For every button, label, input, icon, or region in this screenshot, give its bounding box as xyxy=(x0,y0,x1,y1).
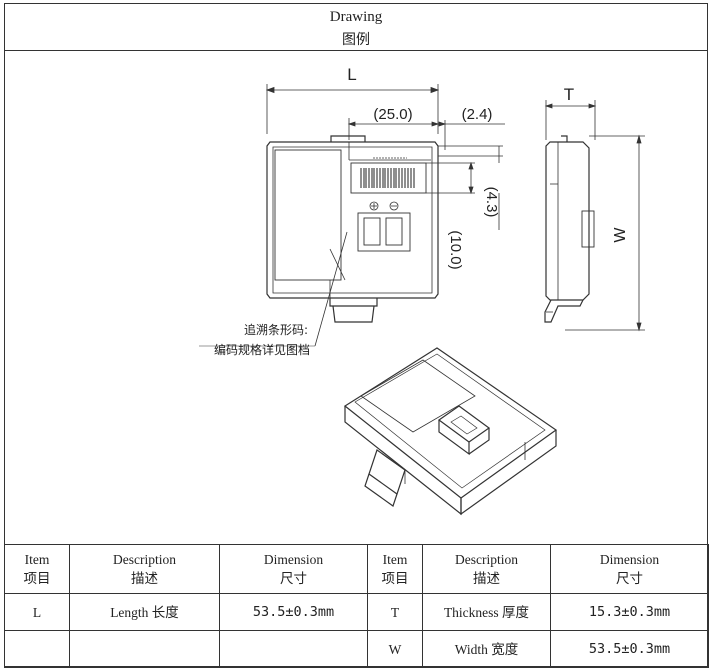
label-10-0: (10.0) xyxy=(447,230,464,269)
side-view xyxy=(544,135,595,323)
title-english: Drawing xyxy=(329,9,383,25)
cell-description: Length 长度 xyxy=(69,593,220,631)
label-4-3: (4.3) xyxy=(483,187,500,218)
cell-description-2: Width 宽度 xyxy=(422,630,551,668)
isometric-view xyxy=(343,347,558,516)
callout-line-2: 编码规格详见图档 xyxy=(214,342,310,357)
title-chinese: 图例 xyxy=(342,33,370,48)
dimension-l xyxy=(265,84,440,134)
label-t: T xyxy=(564,85,574,104)
cell-item-2: W xyxy=(367,630,423,668)
cell-description-2: Thickness 厚度 xyxy=(422,593,551,631)
cell-dimension: 53.5±0.3mm xyxy=(219,593,368,631)
cell-dimension xyxy=(219,630,368,668)
cell-dimension-2: 15.3±0.3mm xyxy=(550,593,709,631)
cell-item xyxy=(4,630,70,668)
cell-item: L xyxy=(4,593,70,631)
table-row: L Length 长度 53.5±0.3mm T Thickness 厚度 15… xyxy=(4,593,709,631)
cell-item-2: T xyxy=(367,593,423,631)
front-view xyxy=(266,135,439,323)
cell-dimension-2: 53.5±0.3mm xyxy=(550,630,709,668)
cell-description xyxy=(69,630,220,668)
technical-drawing: L (25.0) (2.4) T W (4.3) (10.0) 追溯条形码: 编… xyxy=(199,65,645,516)
label-w: W xyxy=(612,227,629,243)
label-25-0: (25.0) xyxy=(373,106,412,123)
label-l: L xyxy=(347,65,356,84)
callout-line-1: 追溯条形码: xyxy=(244,322,308,337)
callout-leader xyxy=(314,231,348,347)
label-2-4: (2.4) xyxy=(462,106,493,123)
title-band: Drawing 图例 xyxy=(4,3,708,51)
table-row: W Width 宽度 53.5±0.3mm xyxy=(4,630,709,668)
